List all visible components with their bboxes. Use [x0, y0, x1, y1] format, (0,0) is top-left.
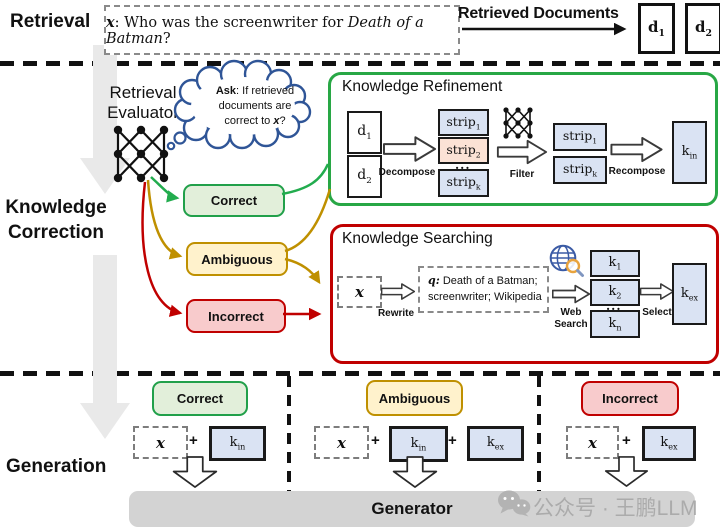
refinement-d2-box: d2	[347, 155, 382, 198]
divider-generation-col1	[287, 376, 291, 492]
strip2-box: strip2	[438, 137, 489, 164]
generator-bar: Generator	[129, 491, 695, 527]
decompose-label: Decompose	[378, 167, 436, 178]
down-arrow-ambiguous	[392, 456, 438, 488]
query-text: x: Who was the screenwriter for Death of…	[106, 13, 424, 47]
thought-bubble-icon	[166, 59, 312, 151]
generator-label: Generator	[371, 499, 453, 518]
kn-box: kn	[590, 310, 640, 338]
wechat-icon	[498, 490, 531, 517]
generation-x-ambiguous: x	[314, 426, 369, 459]
verdict-correct: Correct	[183, 184, 285, 217]
plus-sign: +	[371, 432, 380, 449]
neural-network-icon	[113, 125, 169, 183]
verdict-ambiguous: Ambiguous	[186, 242, 288, 276]
divider-correction-generation	[0, 371, 720, 376]
web-search-label: Web Search	[554, 307, 588, 330]
plus-sign: +	[189, 432, 198, 449]
ambiguous-to-refinement-curve	[284, 188, 332, 253]
plus-sign: +	[448, 432, 457, 449]
generation-x-correct: x	[133, 426, 188, 459]
evaluator-to-ambiguous-arrow	[146, 179, 183, 260]
flow-arrow-bottom-shaft	[93, 255, 117, 405]
section-label-retrieval: Retrieval	[10, 11, 91, 32]
k-in-box: kin	[672, 121, 707, 184]
retrieved-documents-label: Retrieved Documents	[458, 5, 619, 22]
recompose-arrow	[610, 136, 663, 163]
ambiguous-to-searching-curve	[284, 257, 321, 285]
web-search-arrow	[552, 284, 590, 304]
flow-arrow-bottom-head	[80, 403, 130, 439]
filter-arrow	[496, 139, 548, 165]
generation-kin-correct: kin	[209, 426, 266, 461]
verdict-incorrect: Incorrect	[186, 299, 286, 333]
divider-generation-col2	[537, 376, 541, 492]
decompose-arrow	[383, 136, 436, 162]
k2-box: k2	[590, 279, 640, 306]
refinement-d1-box: d1	[347, 111, 382, 154]
divider-retrieval-correction	[0, 61, 720, 66]
down-arrow-incorrect	[604, 456, 649, 487]
k-ex-box: kex	[672, 263, 707, 325]
watermark-text: 公众号 · 王鹏LLM	[533, 497, 698, 520]
filtered-stripk-box: stripk	[553, 156, 607, 184]
generation-badge-correct: Correct	[152, 381, 248, 416]
section-label-generation: Generation	[6, 456, 107, 477]
section-label-knowledge-correction: Knowledge Correction	[5, 197, 107, 243]
generation-kex-ambiguous: kex	[467, 426, 524, 461]
recompose-label: Recompose	[608, 166, 666, 177]
knowledge-refinement-title: Knowledge Refinement	[342, 78, 503, 95]
web-search-globe-icon	[549, 244, 584, 277]
filter-network-icon	[503, 107, 533, 139]
generation-kex-incorrect: kex	[642, 426, 696, 461]
rewritten-query-box: q: Death of a Batman; screenwriter; Wiki…	[418, 266, 549, 313]
knowledge-refinement-box	[328, 72, 718, 206]
knowledge-searching-title: Knowledge Searching	[342, 230, 493, 247]
rewrite-arrow	[381, 283, 415, 300]
k1-box: k1	[590, 250, 640, 277]
rewrite-label: Rewrite	[377, 308, 415, 319]
stripk-box: stripk	[438, 169, 489, 197]
generation-badge-ambiguous: Ambiguous	[366, 380, 463, 416]
ask-text: Ask: If retrieved documents are correct …	[215, 85, 295, 128]
correct-to-refinement-curve	[281, 163, 330, 196]
document-d1: d1	[638, 3, 675, 54]
searching-x-box: x	[337, 276, 382, 308]
strip1-box: strip1	[438, 109, 489, 136]
plus-sign: +	[622, 432, 631, 449]
filtered-strip1-box: strip1	[553, 123, 607, 151]
query-box: x: Who was the screenwriter for Death of…	[104, 5, 460, 55]
generation-x-incorrect: x	[566, 426, 619, 459]
select-arrow	[640, 283, 674, 300]
evaluator-to-incorrect-arrow	[141, 181, 183, 317]
flow-arrow-top-shaft	[93, 45, 117, 160]
down-arrow-correct	[172, 456, 218, 488]
retrieval-evaluator-label: Retrieval Evaluator	[107, 83, 179, 123]
strips-ellipsis: ...	[455, 158, 471, 172]
filter-label: Filter	[509, 169, 535, 180]
document-d2: d2	[685, 3, 720, 54]
generation-badge-incorrect: Incorrect	[581, 381, 679, 416]
select-label: Select	[642, 307, 672, 318]
k-list-ellipsis: ...	[606, 299, 622, 313]
